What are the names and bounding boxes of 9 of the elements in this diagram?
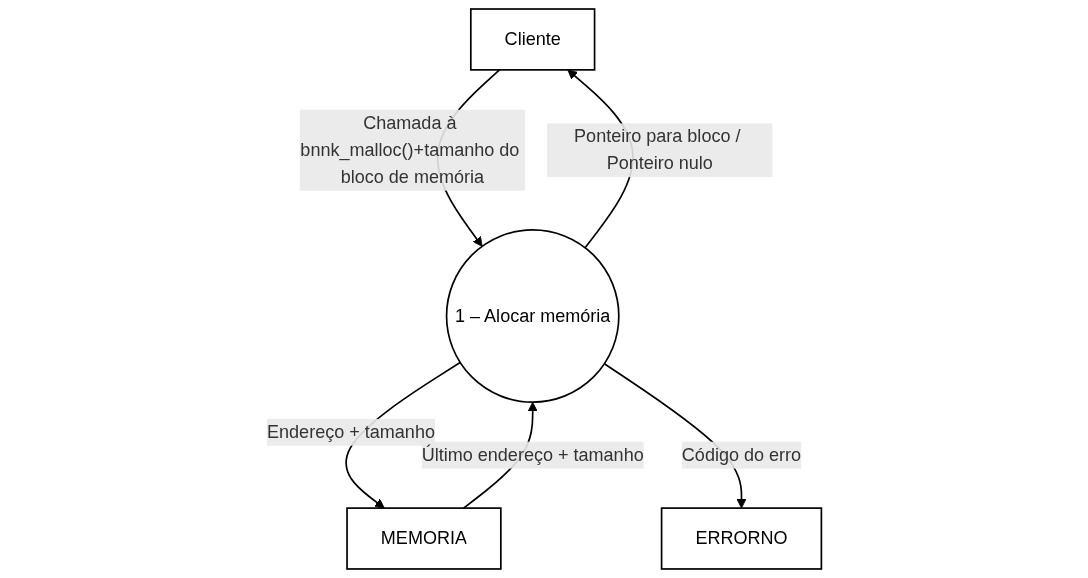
edge-label: Ponteiro para bloco / Ponteiro nulo	[573, 126, 741, 173]
edge-label: Endereço + tamanho	[266, 422, 435, 442]
node-box: Cliente	[469, 8, 596, 71]
node-circle: 1 – Alocar memória	[445, 229, 620, 403]
edge-label: Último endereço + tamanho	[421, 445, 644, 465]
edge-label: Código do erro	[681, 445, 801, 465]
node-box: ERRORNO	[660, 507, 823, 570]
edge-label: Chamada à bnnk_malloc()+tamanho do bloco de memória	[300, 112, 520, 187]
node-box: MEMORIA	[346, 507, 502, 570]
